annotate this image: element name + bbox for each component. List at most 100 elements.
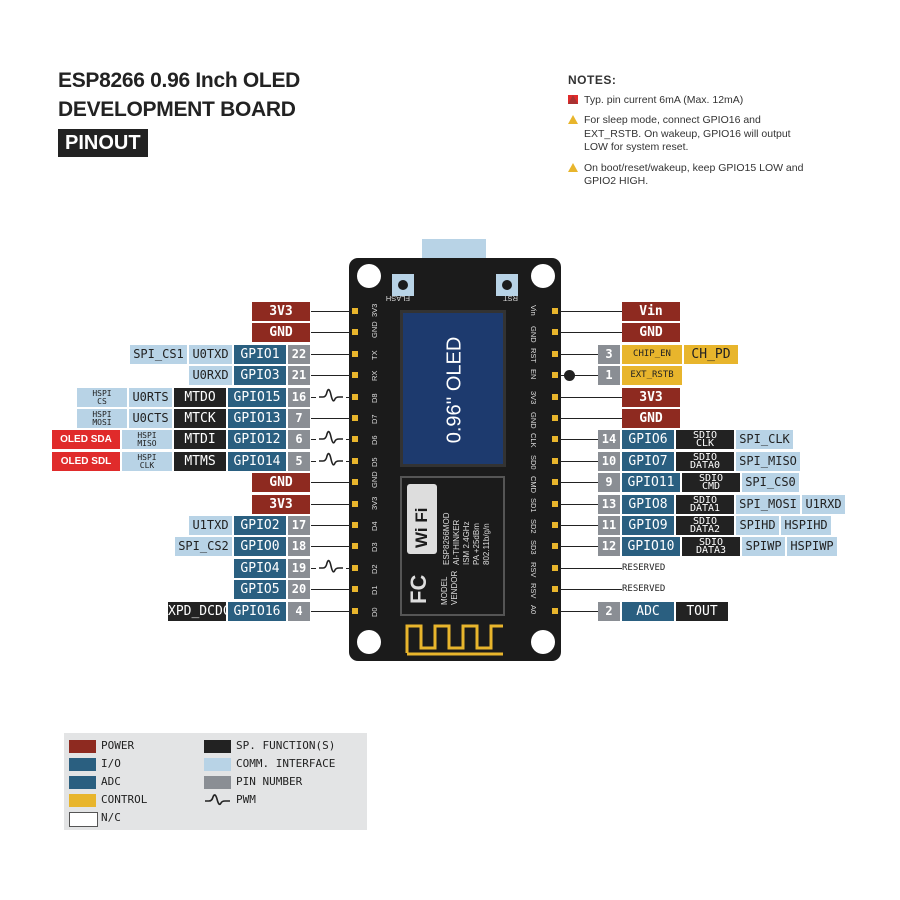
legend-label-control: CONTROL	[101, 793, 148, 806]
title-line-1: ESP8266 0.96 Inch OLED	[58, 69, 301, 92]
header-pin	[552, 586, 558, 592]
pin-label-mtdo: MTDO	[174, 388, 226, 407]
header-pin	[552, 415, 558, 421]
pin-label-u1txd: U1TXD	[189, 516, 232, 535]
pin-label-gpio0: GPIO0	[234, 537, 286, 556]
wifi-logo-text: Wi Fi	[412, 507, 431, 548]
pin-lead-line	[311, 354, 352, 355]
module-side-text: VENDOR	[450, 570, 459, 605]
pin-label-3v3: 3V3	[252, 302, 310, 321]
pin-lead-line	[560, 439, 598, 440]
pin-label-hspihd: HSPIHD	[781, 516, 831, 535]
legend-label-sp-function-s: SP. FUNCTION(S)	[236, 739, 336, 752]
pin-lead-line	[560, 611, 598, 612]
pin-label-gpio2: GPIO2	[234, 516, 286, 535]
legend-label-i-o: I/O	[101, 757, 121, 770]
pin-label-gpio6: GPIO6	[622, 430, 674, 449]
header-pin	[552, 543, 558, 549]
pin-label-1: 1	[598, 366, 620, 385]
header-pin	[552, 351, 558, 357]
pin-label-spi-cs0: SPI_CS0	[742, 473, 799, 492]
mounting-hole	[531, 630, 555, 654]
pin-label-3: 3	[598, 345, 620, 364]
pin-label-7: 7	[288, 409, 310, 428]
rst-button[interactable]	[496, 274, 518, 296]
header-pin	[352, 372, 358, 378]
pin-label-mtck: MTCK	[174, 409, 226, 428]
pin-label-spiwp: SPIWP	[742, 537, 785, 556]
silk-label-right: SD1	[529, 498, 538, 513]
flash-button[interactable]	[392, 274, 414, 296]
pwm-icon	[319, 388, 343, 402]
pin-lead-line	[311, 611, 352, 612]
header-pin	[552, 565, 558, 571]
mounting-hole	[531, 264, 555, 288]
note-item: Typ. pin current 6mA (Max. 12mA)	[568, 94, 818, 108]
pin-label-gnd: GND	[252, 323, 310, 342]
pin-lead-line	[560, 482, 598, 483]
notes-heading: NOTES:	[568, 73, 617, 87]
header-pin	[352, 608, 358, 614]
pin-label-spi-mosi: SPI_MOSI	[736, 495, 800, 514]
module-text-line: AI-THINKER	[452, 519, 461, 565]
silk-label-right: 3V3	[529, 391, 538, 405]
pin-label-gpio5: GPIO5	[234, 580, 286, 599]
silk-label-left: D0	[370, 607, 379, 617]
legend-swatch	[69, 812, 98, 827]
silk-label-right: GND	[529, 412, 538, 429]
header-pin	[552, 436, 558, 442]
silk-label-left: GND	[370, 321, 379, 338]
warning-icon	[568, 94, 578, 104]
rst-label: RST	[503, 294, 518, 303]
header-pin	[552, 372, 558, 378]
pwm-legend-icon	[205, 794, 230, 806]
oled-display: 0.96'' OLED	[400, 310, 506, 467]
legend-label-power: POWER	[101, 739, 135, 752]
pin-label-reserved: RESERVED	[622, 563, 666, 573]
header-pin	[352, 329, 358, 335]
fcc-logo: FC	[406, 574, 431, 604]
pin-label-hspiwp: HSPIWP	[787, 537, 837, 556]
pin-label-9: 9	[598, 473, 620, 492]
header-pin	[352, 501, 358, 507]
legend-swatch	[69, 794, 96, 807]
pin-label-ext-rstb: EXT_RSTB	[622, 366, 682, 385]
silk-label-right: SD0	[529, 455, 538, 470]
pin-label-13: 13	[598, 495, 620, 514]
silk-label-left: D6	[370, 435, 379, 445]
silk-label-left: TX	[370, 350, 379, 360]
silk-label-left: D2	[370, 564, 379, 574]
legend-swatch	[204, 776, 231, 789]
pin-label-18: 18	[288, 537, 310, 556]
header-pin	[352, 415, 358, 421]
module-text-line: PA +25dBm	[472, 523, 481, 565]
pin-label-22: 22	[288, 345, 310, 364]
warning-icon	[568, 162, 578, 172]
pin-lead-line	[311, 375, 352, 376]
legend-swatch	[204, 740, 231, 753]
pin-label-gpio9: GPIO9	[622, 516, 674, 535]
silk-label-left: RX	[370, 370, 379, 381]
pin-label-6: 6	[288, 430, 310, 449]
header-pin	[352, 586, 358, 592]
esp8266-module	[400, 476, 505, 616]
pin-label-gpio14: GPIO14	[228, 452, 286, 471]
header-pin	[552, 479, 558, 485]
mounting-hole	[357, 264, 381, 288]
pin-label-17: 17	[288, 516, 310, 535]
pin-label-gpio16: GPIO16	[228, 602, 286, 621]
silk-label-left: D7	[370, 414, 379, 424]
silk-label-left: D1	[370, 585, 379, 595]
pin-lead-line	[311, 482, 352, 483]
silk-label-right: RSV	[529, 562, 538, 578]
module-text-line: ISM 2.4GHz	[462, 521, 471, 565]
pin-lead-line	[311, 332, 352, 333]
header-pin	[552, 608, 558, 614]
pin-label-u0rxd: U0RXD	[189, 366, 232, 385]
antenna-trace	[405, 624, 503, 656]
